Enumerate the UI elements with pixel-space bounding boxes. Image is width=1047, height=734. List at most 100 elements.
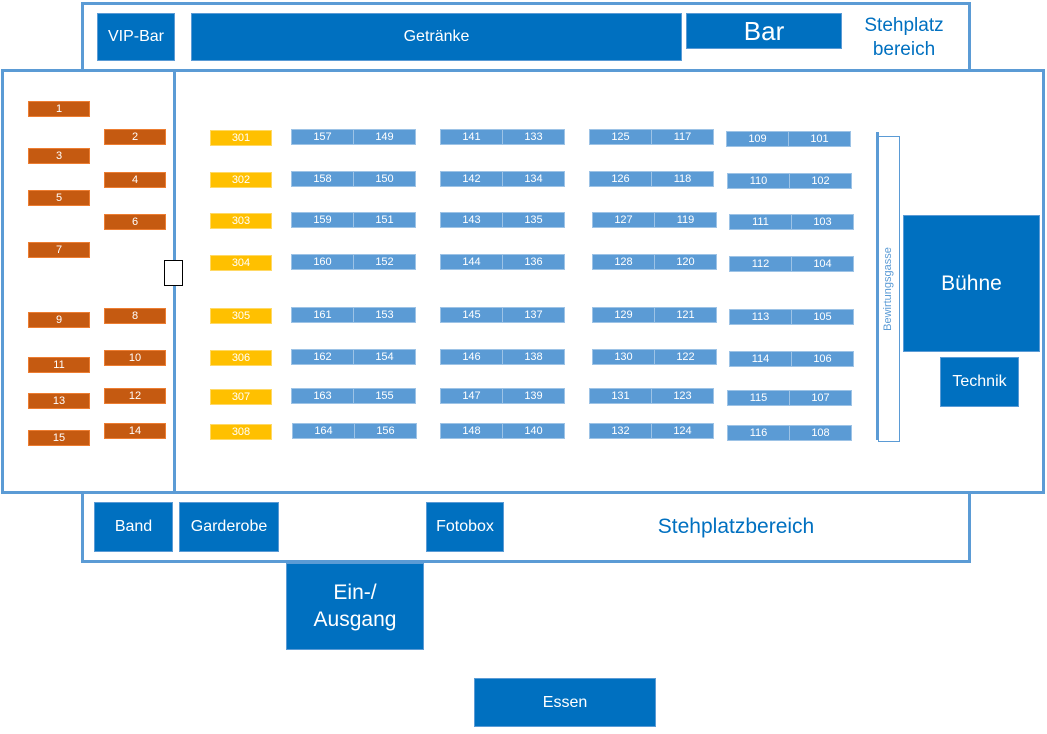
- table-307: 307: [210, 389, 272, 405]
- bewirtungsgasse-edge: [876, 132, 879, 440]
- table-143: 143: [440, 212, 503, 228]
- band-box: Band: [94, 502, 173, 552]
- table-136: 136: [502, 254, 565, 270]
- table-153: 153: [353, 307, 416, 323]
- table-154: 154: [353, 349, 416, 365]
- table-149: 149: [353, 129, 416, 145]
- table-302: 302: [210, 172, 272, 188]
- table-130: 130: [592, 349, 655, 365]
- table-125: 125: [589, 129, 652, 145]
- table-163: 163: [291, 388, 354, 404]
- buehne-box: Bühne: [903, 215, 1040, 352]
- technik-box: Technik: [940, 357, 1019, 407]
- stehplatzbereich-bottom-label: Stehplatzbereich: [657, 515, 815, 538]
- table-122: 122: [654, 349, 717, 365]
- table-15: 15: [28, 430, 90, 446]
- table-150: 150: [353, 171, 416, 187]
- table-162: 162: [291, 349, 354, 365]
- table-301: 301: [210, 130, 272, 146]
- table-142: 142: [440, 171, 503, 187]
- table-308: 308: [210, 424, 272, 440]
- table-110: 110: [727, 173, 790, 189]
- table-140: 140: [502, 423, 565, 439]
- table-145: 145: [440, 307, 503, 323]
- table-139: 139: [502, 388, 565, 404]
- table-305: 305: [210, 308, 272, 324]
- table-7: 7: [28, 242, 90, 258]
- table-146: 146: [440, 349, 503, 365]
- table-147: 147: [440, 388, 503, 404]
- vip-section-door: [164, 260, 183, 286]
- table-120: 120: [654, 254, 717, 270]
- ein-ausgang-line2: Ausgang: [313, 607, 397, 631]
- table-108: 108: [789, 425, 852, 441]
- table-105: 105: [791, 309, 854, 325]
- table-8: 8: [104, 308, 166, 324]
- table-135: 135: [502, 212, 565, 228]
- table-2: 2: [104, 129, 166, 145]
- table-14: 14: [104, 423, 166, 439]
- table-144: 144: [440, 254, 503, 270]
- table-160: 160: [291, 254, 354, 270]
- table-4: 4: [104, 172, 166, 188]
- table-3: 3: [28, 148, 90, 164]
- table-119: 119: [654, 212, 717, 228]
- table-161: 161: [291, 307, 354, 323]
- table-10: 10: [104, 350, 166, 366]
- table-6: 6: [104, 214, 166, 230]
- table-158: 158: [291, 171, 354, 187]
- table-132: 132: [589, 423, 652, 439]
- table-12: 12: [104, 388, 166, 404]
- table-129: 129: [592, 307, 655, 323]
- table-304: 304: [210, 255, 272, 271]
- garderobe-box: Garderobe: [179, 502, 279, 552]
- table-106: 106: [791, 351, 854, 367]
- table-137: 137: [502, 307, 565, 323]
- table-13: 13: [28, 393, 90, 409]
- fotobox-box: Fotobox: [426, 502, 504, 552]
- table-123: 123: [651, 388, 714, 404]
- table-151: 151: [353, 212, 416, 228]
- table-141: 141: [440, 129, 503, 145]
- essen-box: Essen: [474, 678, 656, 727]
- ein-ausgang-box: Ein-/ Ausgang: [286, 563, 424, 650]
- table-9: 9: [28, 312, 90, 328]
- table-117: 117: [651, 129, 714, 145]
- stehplatz-line1: Stehplatz: [864, 15, 944, 36]
- table-148: 148: [440, 423, 503, 439]
- table-155: 155: [353, 388, 416, 404]
- bar-box: Bar: [686, 13, 842, 49]
- table-303: 303: [210, 213, 272, 229]
- stehplatz-line2: bereich: [872, 38, 936, 60]
- ein-ausgang-line1: Ein-/: [333, 581, 377, 605]
- table-101: 101: [788, 131, 851, 147]
- table-113: 113: [729, 309, 792, 325]
- table-111: 111: [729, 214, 792, 230]
- table-109: 109: [726, 131, 789, 147]
- table-103: 103: [791, 214, 854, 230]
- table-116: 116: [727, 425, 790, 441]
- table-156: 156: [354, 423, 417, 439]
- table-134: 134: [502, 171, 565, 187]
- table-121: 121: [654, 307, 717, 323]
- table-164: 164: [292, 423, 355, 439]
- table-11: 11: [28, 357, 90, 373]
- table-131: 131: [589, 388, 652, 404]
- table-157: 157: [291, 129, 354, 145]
- table-5: 5: [28, 190, 90, 206]
- table-104: 104: [791, 256, 854, 272]
- table-1: 1: [28, 101, 90, 117]
- table-128: 128: [592, 254, 655, 270]
- table-115: 115: [727, 390, 790, 406]
- table-133: 133: [502, 129, 565, 145]
- table-124: 124: [651, 423, 714, 439]
- getraenke-box: Getränke: [191, 13, 682, 61]
- stehplatz-bereich-top-label: Stehplatz bereich: [852, 14, 956, 62]
- table-126: 126: [589, 171, 652, 187]
- table-159: 159: [291, 212, 354, 228]
- table-152: 152: [353, 254, 416, 270]
- table-138: 138: [502, 349, 565, 365]
- table-118: 118: [651, 171, 714, 187]
- table-107: 107: [789, 390, 852, 406]
- bewirtungsgasse-label: Bewirtungsgasse: [882, 247, 894, 331]
